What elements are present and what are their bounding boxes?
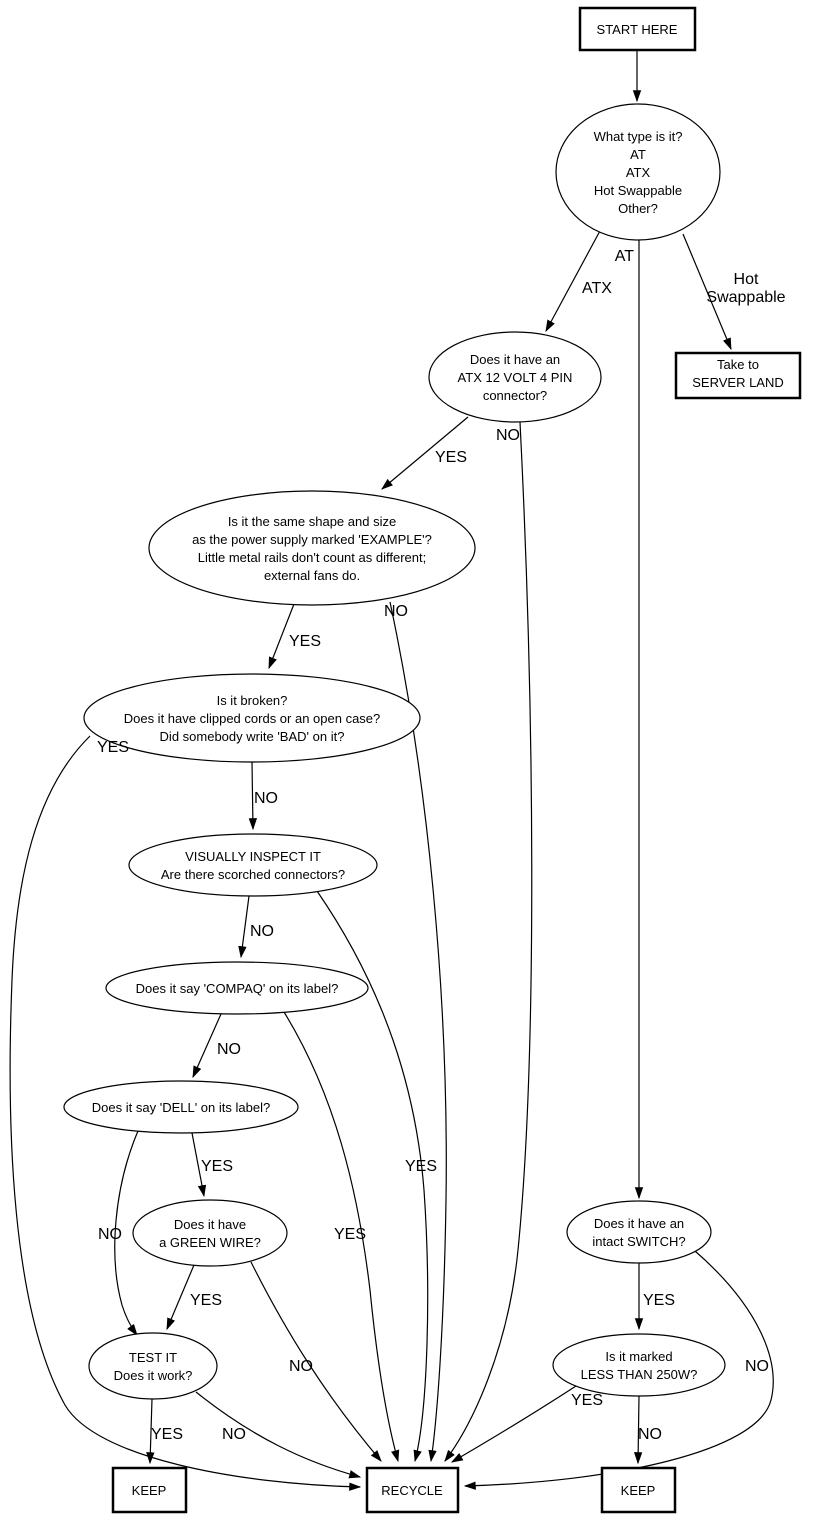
what-type-line: What type is it? (594, 129, 683, 144)
test-it-line: TEST IT (129, 1350, 177, 1365)
edge-dell-no (114, 1130, 139, 1336)
edge-less-no (633, 1395, 643, 1465)
broken-line: Does it have clipped cords or an open ca… (124, 711, 381, 726)
edge-label-type-hot: Swappable (706, 289, 785, 306)
start-node-label: START HERE (597, 22, 678, 37)
inspect-line: VISUALLY INSPECT IT (185, 849, 321, 864)
edge-label-dell-no: NO (98, 1226, 122, 1243)
edge-label-shape-yes: YES (289, 633, 321, 650)
compaq-label: Does it say 'COMPAQ' on its label? (136, 981, 339, 996)
edge-label-shape-no: NO (384, 603, 408, 620)
intact-switch-line: Does it have an (594, 1216, 684, 1231)
edge-label-inspect-no: NO (250, 923, 274, 940)
edge-shape-no (389, 601, 447, 1463)
edge-type-hot-swappable (682, 233, 732, 351)
intact-switch-line: intact SWITCH? (592, 1234, 685, 1249)
edge-inspect-no (238, 895, 250, 959)
edge-less-yes (450, 1385, 577, 1463)
less-250w-line: Is it marked (605, 1349, 672, 1364)
green-wire-line: Does it have (174, 1217, 246, 1232)
broken-line: Did somebody write 'BAD' on it? (160, 729, 345, 744)
edge-labels: ATX AT Hot Swappable YES NO YES NO YES N… (97, 248, 786, 1443)
edge-label-compaq-yes: YES (334, 1226, 366, 1243)
server-land-node (674, 351, 802, 400)
atx-connector-line: connector? (483, 388, 547, 403)
edge-label-broken-yes: YES (97, 739, 129, 756)
broken-node (83, 673, 421, 763)
edge-dell-yes (191, 1132, 207, 1198)
edge-test-no (195, 1391, 362, 1479)
atx-connector-node (428, 331, 602, 423)
keep-right-label: KEEP (621, 1483, 656, 1498)
inspect-node (128, 833, 378, 897)
edge-label-inspect-yes: YES (405, 1158, 437, 1175)
edge-label-type-atx: ATX (582, 280, 612, 297)
edge-label-test-no: NO (222, 1426, 246, 1443)
less-250w-node (552, 1333, 726, 1397)
green-wire-line: a GREEN WIRE? (159, 1235, 261, 1250)
compaq-node (105, 961, 369, 1015)
green-wire-node (132, 1199, 288, 1267)
keep-right-node (600, 1466, 677, 1514)
edge-type-atx (545, 228, 602, 333)
server-land-line: SERVER LAND (692, 375, 784, 390)
what-type-line: AT (630, 147, 646, 162)
what-type-line: Hot Swappable (594, 183, 682, 198)
edge-label-switch-yes: YES (643, 1292, 675, 1309)
edge-label-type-hot: Hot (734, 271, 759, 288)
intact-switch-node (566, 1200, 712, 1264)
edge-label-switch-no: NO (745, 1358, 769, 1375)
edge-compaq-yes (283, 1011, 400, 1463)
nodes: START HERE What type is it? AT ATX Hot S… (63, 6, 802, 1514)
same-shape-line: Is it the same shape and size (228, 514, 396, 529)
edge-broken-no (248, 761, 258, 831)
edge-label-conn-yes: YES (435, 449, 467, 466)
edge-label-less-yes: YES (571, 1392, 603, 1409)
edge-green-yes (166, 1264, 195, 1331)
keep-left-label: KEEP (132, 1483, 167, 1498)
edge-label-compaq-no: NO (217, 1041, 241, 1058)
what-type-line: Other? (618, 201, 658, 216)
same-shape-line: external fans do. (264, 568, 360, 583)
edge-label-test-yes: YES (151, 1426, 183, 1443)
atx-connector-line: ATX 12 VOLT 4 PIN (458, 370, 573, 385)
edge-green-no (250, 1261, 382, 1462)
same-shape-line: as the power supply marked 'EXAMPLE'? (192, 532, 432, 547)
what-type-node (555, 103, 721, 241)
edge-label-conn-no: NO (496, 427, 520, 444)
edge-switch-no (463, 1250, 774, 1490)
dell-node (63, 1080, 299, 1134)
edge-conn-yes (381, 416, 469, 490)
dell-label: Does it say 'DELL' on its label? (92, 1100, 270, 1115)
edge-label-less-no: NO (638, 1426, 662, 1443)
keep-left-node (111, 1466, 188, 1514)
broken-line: Is it broken? (217, 693, 288, 708)
same-shape-node (148, 490, 476, 606)
edge-label-green-no: NO (289, 1358, 313, 1375)
edge-inspect-yes (316, 890, 429, 1463)
atx-connector-line: Does it have an (470, 352, 560, 367)
edge-compaq-no (192, 1013, 222, 1079)
what-type-line: ATX (626, 165, 651, 180)
edge-label-dell-yes: YES (201, 1158, 233, 1175)
edge-shape-yes (268, 603, 295, 670)
edge-broken-yes (9, 735, 362, 1491)
edge-test-yes (146, 1398, 155, 1465)
start-node (578, 6, 697, 52)
edge-conn-no (444, 421, 533, 1462)
recycle-label: RECYCLE (381, 1483, 443, 1498)
same-shape-line: Little metal rails don't count as differ… (198, 550, 426, 565)
server-land-line: Take to (717, 357, 759, 372)
test-it-line: Does it work? (114, 1368, 193, 1383)
edges (9, 50, 774, 1491)
less-250w-line: LESS THAN 250W? (581, 1367, 698, 1382)
inspect-line: Are there scorched connectors? (161, 867, 345, 882)
recycle-node (365, 1466, 460, 1514)
test-it-node (88, 1332, 218, 1400)
edge-label-broken-no: NO (254, 790, 278, 807)
edge-label-type-at: AT (615, 248, 634, 265)
edge-label-green-yes: YES (190, 1292, 222, 1309)
